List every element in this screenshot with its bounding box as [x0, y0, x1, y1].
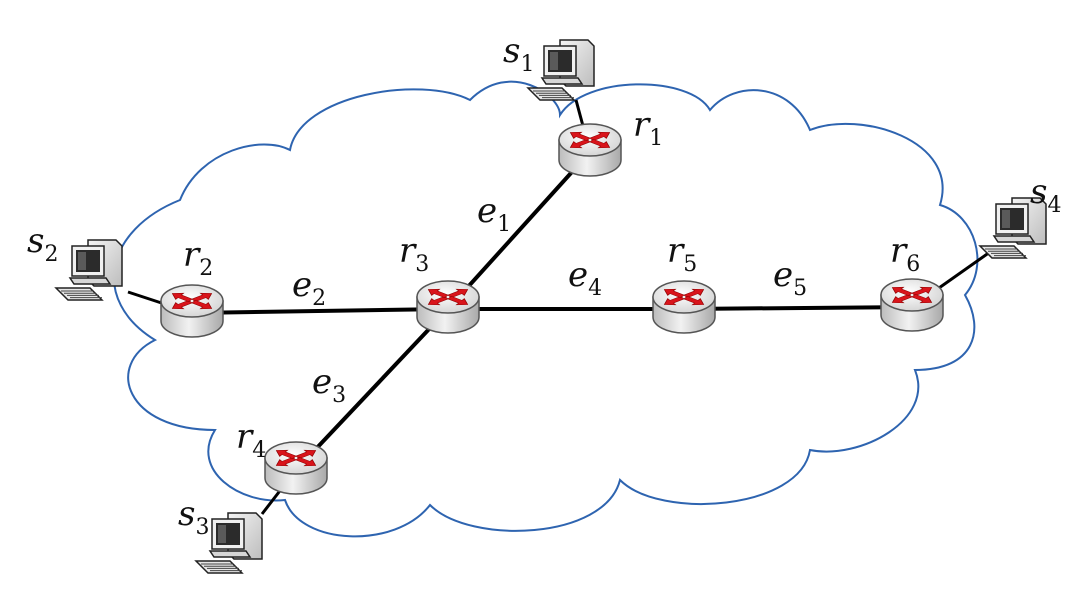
host-s1-index: 1	[520, 52, 534, 77]
edge-e5-index: 5	[793, 276, 807, 301]
router-r1-symbol: r	[633, 105, 651, 145]
host-s2-index: 2	[44, 242, 58, 267]
computer-icon	[194, 512, 263, 574]
edge-e3-label: e3	[312, 362, 346, 408]
computer-icon	[526, 39, 595, 101]
router-r6-index: 6	[906, 252, 920, 277]
router-icon	[652, 280, 716, 334]
host-s2-symbol: s	[27, 221, 44, 261]
router-r4-label: r4	[236, 417, 266, 463]
host-s3-index: 3	[195, 515, 209, 540]
host-s1-symbol: s	[503, 31, 520, 71]
edge-e5-symbol: e	[773, 255, 793, 295]
computer-icon	[54, 239, 123, 301]
host-s3-label: s3	[178, 494, 209, 540]
edge-e3-symbol: e	[312, 362, 332, 402]
host-s4-index: 4	[1047, 193, 1061, 218]
router-icon	[264, 441, 328, 495]
edge-e2-label: e2	[292, 265, 326, 311]
router-r5-index: 5	[683, 252, 697, 277]
edge-e3-index: 3	[332, 383, 346, 408]
edge-e5-label: e5	[773, 255, 807, 301]
router-r1-label: r1	[633, 105, 663, 151]
router-icon	[416, 280, 480, 334]
edge-e2-symbol: e	[292, 265, 312, 305]
link-e3	[294, 307, 450, 472]
host-s1-label: s1	[503, 31, 534, 77]
edge-e1-index: 1	[497, 212, 511, 237]
edge-e4-label: e4	[568, 255, 602, 301]
router-r3-label: r3	[399, 231, 429, 277]
link-e2	[191, 307, 449, 315]
router-r6-label: r6	[890, 231, 920, 277]
router-r4-symbol: r	[236, 417, 254, 457]
host-s3-symbol: s	[178, 494, 195, 534]
router-r6-symbol: r	[890, 231, 908, 271]
router-r4-index: 4	[252, 438, 266, 463]
router-r5-label: r5	[667, 231, 697, 277]
edge-e4-symbol: e	[568, 255, 588, 295]
edge-e1-symbol: e	[477, 191, 497, 231]
router-icon	[160, 284, 224, 338]
edge-e2-index: 2	[312, 286, 326, 311]
router-r3-symbol: r	[399, 231, 417, 271]
router-r5-symbol: r	[667, 231, 685, 271]
computer-icon	[978, 197, 1047, 259]
router-r2-label: r2	[183, 235, 213, 281]
edge-e4-index: 4	[588, 276, 602, 301]
hosts	[54, 39, 1047, 574]
link-e1	[446, 150, 592, 311]
host-s2-label: s2	[27, 221, 58, 267]
host-s4-symbol: s	[1030, 172, 1047, 212]
router-icon	[880, 278, 944, 332]
link-e5	[683, 305, 913, 311]
router-r1-index: 1	[649, 126, 663, 151]
router-r2-symbol: r	[183, 235, 201, 275]
router-r2-index: 2	[199, 256, 213, 281]
router-icon	[558, 123, 622, 177]
edge-e1-label: e1	[477, 191, 511, 237]
links	[127, 99, 991, 515]
host-s4-label: s4	[1030, 172, 1061, 218]
router-r3-index: 3	[415, 252, 429, 277]
routers	[160, 123, 944, 495]
